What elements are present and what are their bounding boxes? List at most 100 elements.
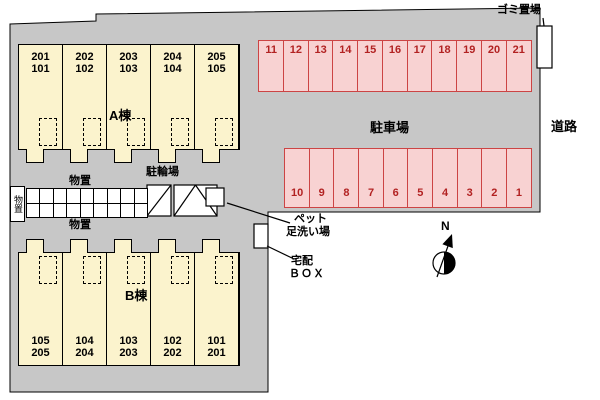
unit-numbers: 202 102 bbox=[63, 51, 106, 75]
pet-wash-label: ペット 足洗い場 bbox=[286, 213, 330, 239]
storage-cell bbox=[39, 202, 54, 218]
balcony-outline bbox=[39, 118, 57, 146]
parking-row-top: 11 12 13 14 15 16 17 18 19 20 21 bbox=[258, 40, 532, 92]
parking-stall-20: 20 bbox=[480, 40, 508, 92]
parking-stall-5: 5 bbox=[407, 148, 434, 208]
parking-stall-14: 14 bbox=[332, 40, 359, 92]
unit-b-1: 105 205 bbox=[19, 239, 63, 365]
delivery-box-label: 宅配 ＢＯＸ bbox=[289, 255, 325, 281]
stair-tab bbox=[26, 149, 44, 163]
stall-number: 11 bbox=[265, 44, 277, 56]
unit-number-top: 104 bbox=[75, 335, 94, 347]
stair-tab bbox=[26, 239, 44, 253]
parking-stall-18: 18 bbox=[431, 40, 458, 92]
balcony-outline bbox=[127, 256, 145, 284]
storage-cell bbox=[66, 202, 81, 218]
unit-number-bottom: 101 bbox=[31, 63, 50, 75]
balcony-outline bbox=[215, 256, 233, 284]
stall-number: 4 bbox=[441, 187, 449, 199]
unit-numbers: 105 205 bbox=[19, 335, 62, 359]
unit-number-bottom: 203 bbox=[119, 347, 138, 359]
pet-leader-line bbox=[226, 202, 291, 224]
unit-number-top: 105 bbox=[31, 335, 50, 347]
parking-stall-3: 3 bbox=[456, 148, 483, 208]
parking-lot-label: 駐車場 bbox=[370, 120, 410, 135]
garbage-box bbox=[536, 25, 553, 69]
stall-number: 6 bbox=[392, 187, 399, 199]
stair-tab bbox=[70, 149, 88, 163]
storage-cell bbox=[79, 202, 95, 218]
parking-stall-10: 10 bbox=[284, 148, 311, 208]
unit-number-bottom: 105 bbox=[207, 63, 226, 75]
delivery-leader-line bbox=[266, 245, 295, 260]
unit-b-2: 104 204 bbox=[63, 239, 107, 365]
stall-number: 16 bbox=[388, 44, 402, 56]
unit-b-4: 102 202 bbox=[151, 239, 195, 365]
balcony-outline bbox=[215, 118, 233, 146]
unit-number-top: 202 bbox=[75, 51, 94, 63]
unit-number-top: 205 bbox=[207, 51, 226, 63]
storage-label-top: 物置 bbox=[69, 175, 91, 187]
building-a-label: A棟 bbox=[109, 108, 132, 123]
building-b: 105 205 104 204 103 203 102 20 bbox=[18, 239, 240, 366]
stall-number: 7 bbox=[367, 187, 375, 199]
stall-number: 17 bbox=[413, 44, 426, 56]
parking-stall-2: 2 bbox=[481, 148, 508, 208]
stair-tab bbox=[202, 149, 220, 163]
stall-number: 2 bbox=[491, 187, 498, 199]
balcony-outline bbox=[83, 256, 101, 284]
storage-cell bbox=[52, 202, 68, 218]
unit-number-bottom: 102 bbox=[75, 63, 94, 75]
storage-cell bbox=[106, 188, 122, 204]
stall-number: 20 bbox=[487, 44, 501, 56]
stall-number: 1 bbox=[515, 187, 523, 199]
unit-a-3: 203 103 bbox=[107, 45, 151, 163]
stall-number: 9 bbox=[318, 187, 325, 199]
storage-cell bbox=[120, 188, 135, 204]
storage-row bbox=[26, 188, 148, 204]
stair-tab bbox=[158, 239, 176, 253]
storage-cell bbox=[106, 202, 122, 218]
unit-b-5: 101 201 bbox=[195, 239, 239, 365]
road-label: 道路 bbox=[551, 119, 578, 134]
stall-number: 19 bbox=[463, 44, 476, 56]
delivery-box bbox=[253, 223, 269, 249]
building-a: 201 101 202 102 203 103 204 10 bbox=[18, 44, 240, 163]
pet-wash-station bbox=[205, 187, 225, 207]
unit-number-bottom: 202 bbox=[163, 347, 182, 359]
north-label: N bbox=[441, 219, 450, 233]
unit-a-2: 202 102 bbox=[63, 45, 107, 163]
unit-a-1: 201 101 bbox=[19, 45, 63, 163]
stall-number: 5 bbox=[417, 187, 424, 199]
storage-cell bbox=[26, 202, 41, 218]
stair-tab bbox=[70, 239, 88, 253]
balcony-outline bbox=[171, 256, 189, 284]
storage-cell bbox=[26, 188, 41, 204]
unit-numbers: 203 103 bbox=[107, 51, 150, 75]
balcony-outline bbox=[39, 256, 57, 284]
garbage-leader-line bbox=[542, 17, 545, 27]
unit-number-bottom: 205 bbox=[31, 347, 50, 359]
storage-cell bbox=[66, 188, 81, 204]
storage-cell bbox=[93, 202, 108, 218]
stair-tab bbox=[158, 149, 176, 163]
stair-tab bbox=[114, 149, 132, 163]
stall-number: 14 bbox=[339, 44, 352, 56]
bicycle-parking-label: 駐輪場 bbox=[146, 166, 179, 178]
storage-cell bbox=[93, 188, 108, 204]
unit-number-top: 103 bbox=[119, 335, 138, 347]
storage-cell bbox=[39, 188, 54, 204]
storage-cell bbox=[120, 202, 135, 218]
compass bbox=[432, 234, 456, 278]
unit-number-bottom: 201 bbox=[207, 347, 226, 359]
garbage-area-label: ゴミ置場 bbox=[497, 4, 541, 16]
stall-number: 18 bbox=[438, 44, 451, 56]
parking-stall-11: 11 bbox=[258, 40, 285, 92]
unit-numbers: 204 104 bbox=[151, 51, 194, 75]
stall-number: 21 bbox=[512, 44, 525, 56]
pet-wash-label-line1: ペット bbox=[294, 213, 327, 225]
storage-row bbox=[26, 202, 148, 218]
stall-number: 3 bbox=[466, 187, 473, 199]
unit-numbers: 103 203 bbox=[107, 335, 150, 359]
